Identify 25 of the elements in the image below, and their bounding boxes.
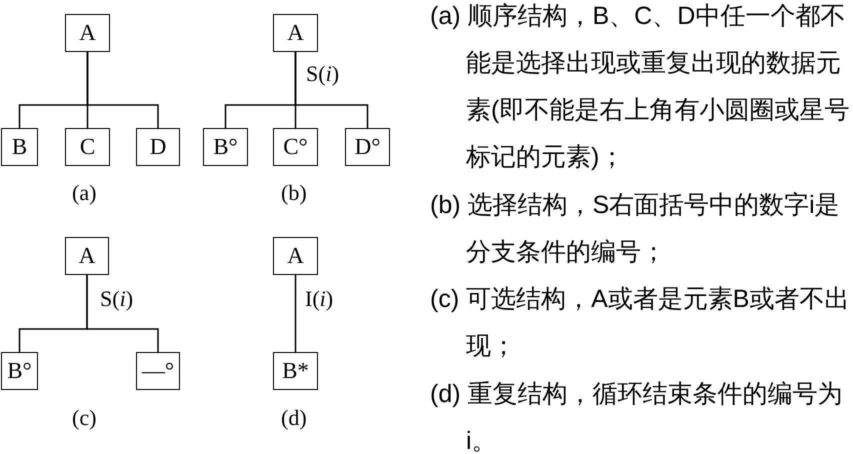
description-text: (b) 选择结构，S右面括号中的数字i是分支条件的编号； — [430, 190, 841, 268]
element-box: A — [273, 237, 318, 275]
figure-caption: (c) — [72, 405, 96, 431]
connector-line — [294, 275, 296, 352]
description-text: (a) 顺序结构，B、C、D中任一个都不能是选择出现或重复出现的数据元素(即不能是右上角有小圆圈或星号标记的元素)； — [430, 1, 850, 173]
element-box: D° — [345, 128, 390, 166]
element-box: D — [136, 128, 180, 166]
figure-caption: (b) — [281, 180, 307, 206]
connector-line — [86, 275, 159, 352]
element-box: —° — [136, 352, 180, 390]
figure-caption: (a) — [72, 180, 96, 206]
connector-line — [294, 52, 368, 128]
element-box: B* — [273, 352, 318, 390]
description-text: (c) 可选结构，A或者是元素B或者不出现； — [430, 284, 850, 362]
description-text: (d) 重复结构，循环结束条件的编号为i。 — [430, 379, 844, 454]
figure-caption: (d) — [281, 405, 307, 431]
connector-line — [86, 52, 159, 128]
element-box: A — [65, 237, 109, 275]
element-box: C° — [273, 128, 318, 166]
element-box: B° — [1, 352, 38, 390]
element-box: C — [65, 128, 110, 166]
element-box: B° — [203, 128, 248, 166]
element-box: A — [65, 14, 110, 52]
element-box: B — [1, 128, 38, 166]
element-box: A — [273, 14, 318, 52]
